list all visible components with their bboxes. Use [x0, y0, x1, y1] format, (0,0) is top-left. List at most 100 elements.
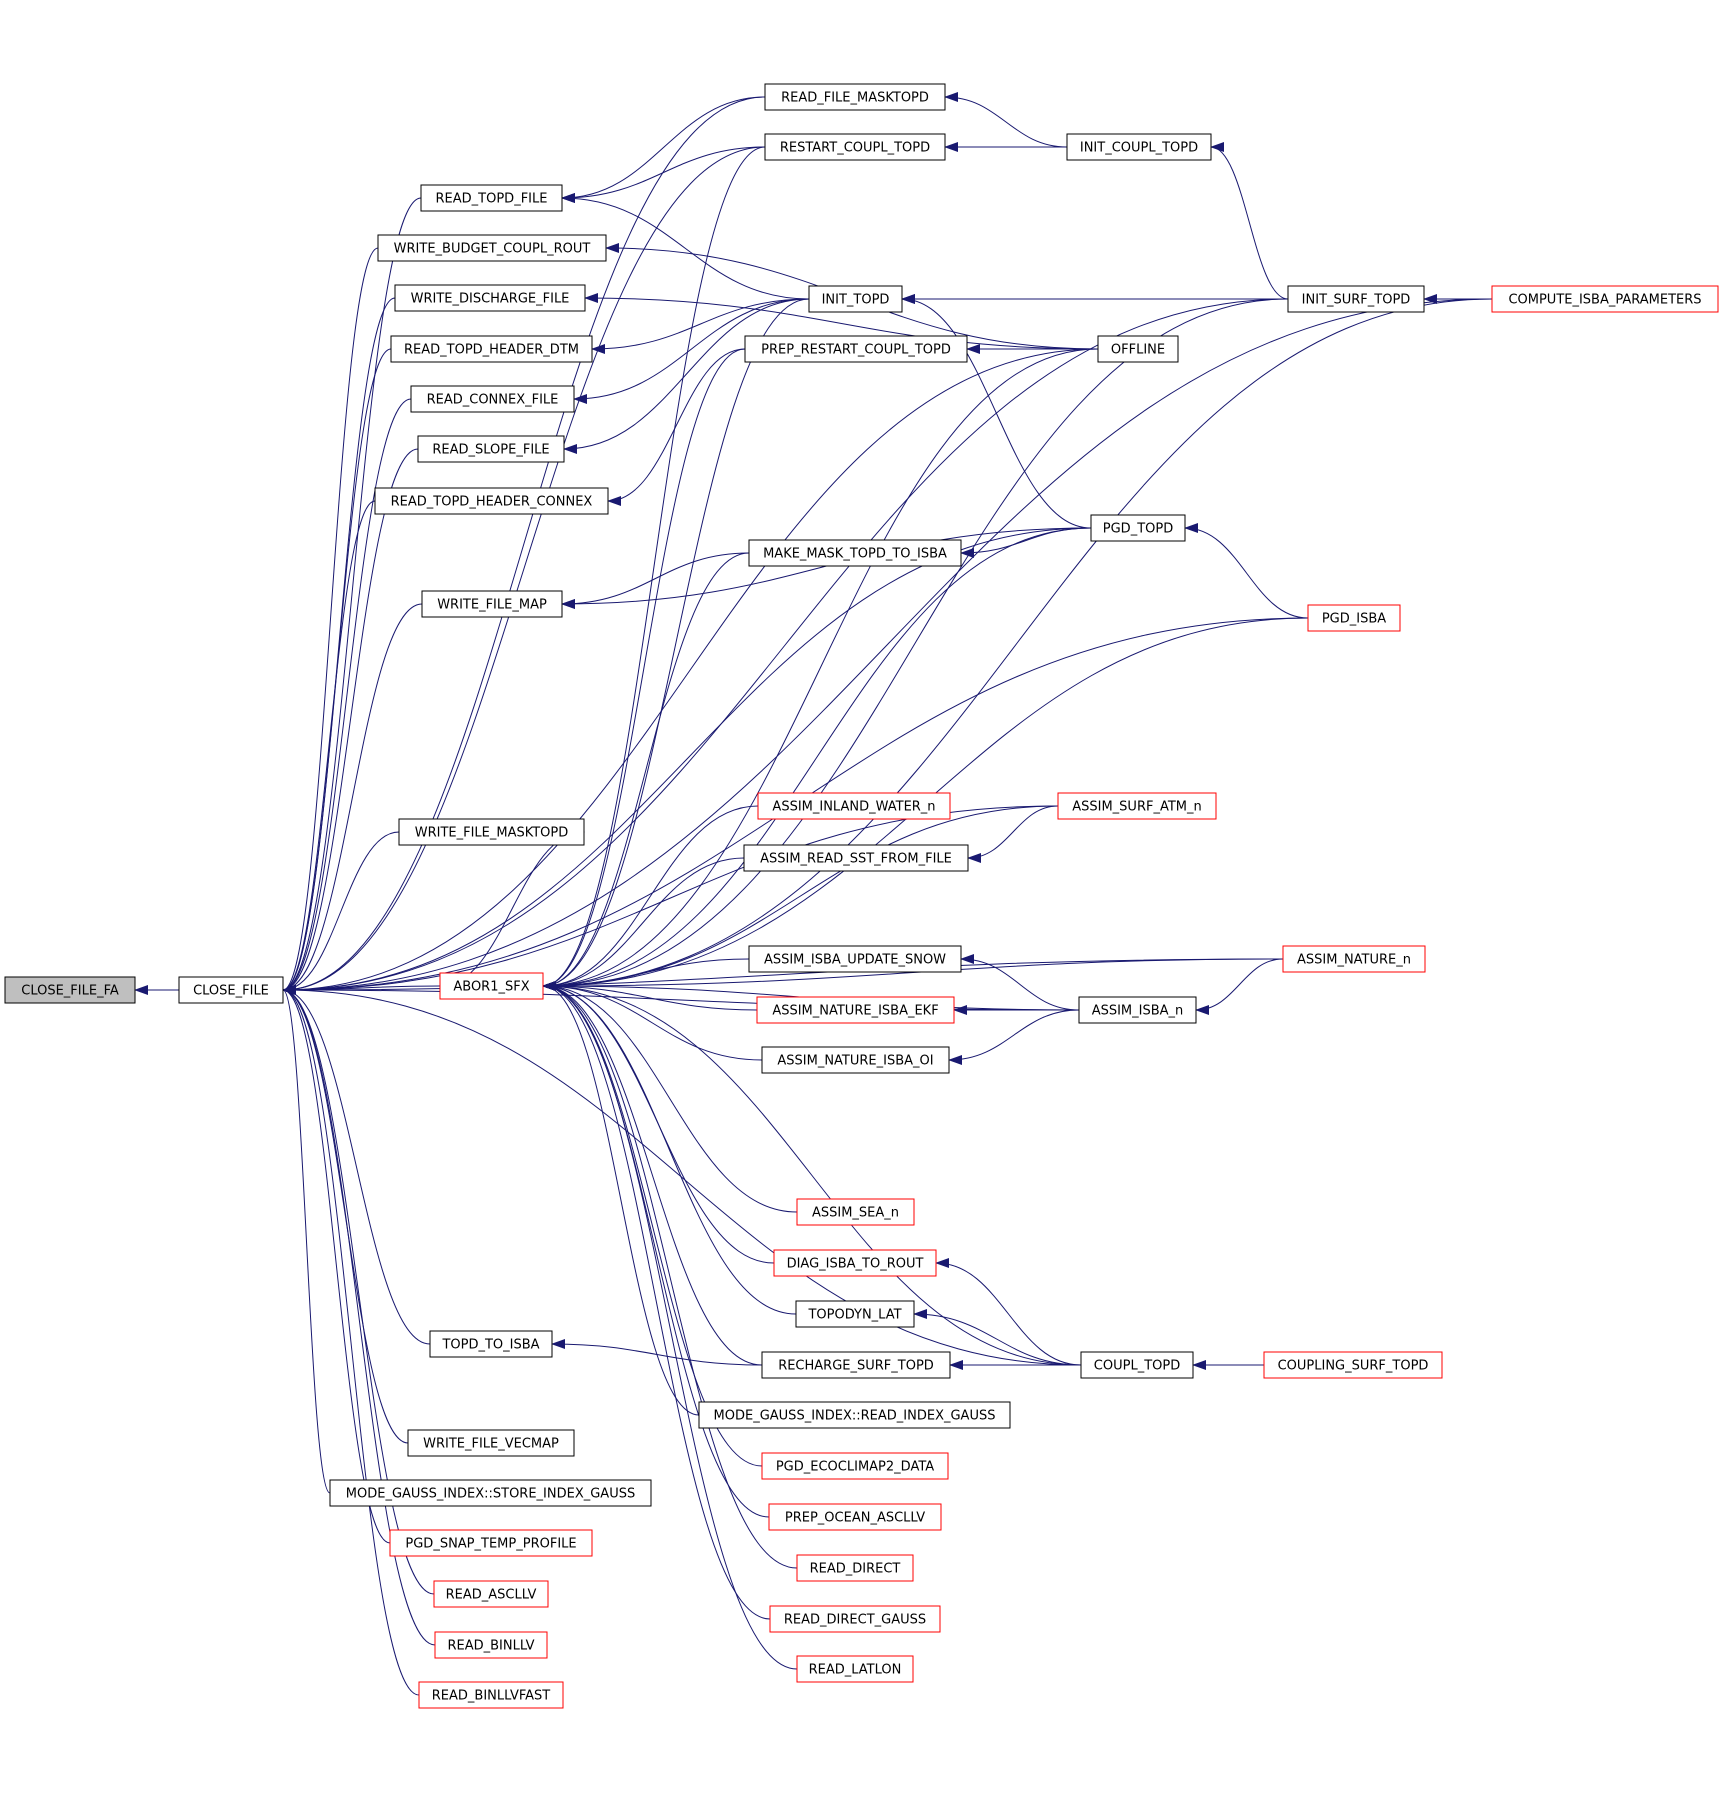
call-edge-topodyn_lat-to-abor1_sfx [542, 981, 797, 1315]
node-label: MODE_GAUSS_INDEX::READ_INDEX_GAUSS [714, 1409, 996, 1424]
node-box [764, 133, 946, 161]
graph-node-assim-sea-n[interactable]: ASSIM_SEA_n [796, 1198, 915, 1226]
node-box [418, 1681, 564, 1709]
call-edge-init_coupl_topd-to-read_file_masktopd [944, 92, 1068, 148]
graph-node-read-topd-header-connex[interactable]: READ_TOPD_HEADER_CONNEX [374, 487, 609, 515]
call-edge-read_binllv-to-close_file [282, 985, 436, 1646]
call-edge-assim_inland_water_n-to-abor1_sfx [542, 805, 759, 991]
call-edge-pgd_ecoclimap2_data-to-abor1_sfx [542, 981, 763, 1467]
graph-node-topd-to-isba[interactable]: TOPD_TO_ISBA [429, 1330, 553, 1358]
graph-node-read-connex-file[interactable]: READ_CONNEX_FILE [410, 385, 575, 413]
graph-node-assim-read-sst-from-file[interactable]: ASSIM_READ_SST_FROM_FILE [743, 844, 969, 872]
call-edge-mode_gauss_index_read-to-abor1_sfx [542, 981, 700, 1416]
node-box [1090, 514, 1186, 542]
graph-node-read-direct[interactable]: READ_DIRECT [796, 1554, 914, 1582]
call-edge-compute_isba_parameters-to-close_file [282, 298, 1493, 995]
graph-node-write-budget-coupl-rout[interactable]: WRITE_BUDGET_COUPL_ROUT [377, 234, 607, 262]
graph-node-write-file-map[interactable]: WRITE_FILE_MAP [421, 590, 563, 618]
graph-node-coupling-surf-topd[interactable]: COUPLING_SURF_TOPD [1263, 1351, 1443, 1379]
graph-node-write-file-vecmap[interactable]: WRITE_FILE_VECMAP [407, 1429, 575, 1457]
graph-node-prep-ocean-ascllv[interactable]: PREP_OCEAN_ASCLLV [768, 1503, 942, 1531]
graph-node-compute-isba-parameters[interactable]: COMPUTE_ISBA_PARAMETERS [1491, 285, 1719, 313]
graph-node-topodyn-lat[interactable]: TOPODYN_LAT [795, 1300, 915, 1328]
graph-node-assim-isba-n[interactable]: ASSIM_ISBA_n [1078, 996, 1197, 1024]
node-layer: CLOSE_FILE_FA CLOSE_FILE READ_FILE_MASKTOP… [4, 83, 1719, 1709]
graph-node-read-binllvfast[interactable]: READ_BINLLVFAST [418, 1681, 564, 1709]
graph-node-assim-nature-isba-oi[interactable]: ASSIM_NATURE_ISBA_OI [761, 1046, 950, 1074]
node-box [407, 1429, 575, 1457]
node-label: RECHARGE_SURF_TOPD [778, 1359, 934, 1374]
node-label: ASSIM_INLAND_WATER_n [772, 800, 935, 815]
node-label: READ_FILE_MASKTOPD [781, 91, 929, 106]
graph-node-recharge-surf-topd[interactable]: RECHARGE_SURF_TOPD [761, 1351, 951, 1379]
call-edge-read_topd_header_connex-to-close_file [282, 500, 376, 995]
call-edge-assim_sea_n-to-abor1_sfx [542, 981, 798, 1213]
node-box [1057, 792, 1217, 820]
graph-node-pgd-topd[interactable]: PGD_TOPD [1090, 514, 1186, 542]
node-label: READ_CONNEX_FILE [427, 393, 559, 408]
graph-node-read-binllv[interactable]: READ_BINLLV [434, 1631, 548, 1659]
node-box [390, 335, 593, 363]
node-label: ASSIM_NATURE_n [1297, 953, 1411, 968]
node-box [761, 1351, 951, 1379]
graph-node-mode-gauss-index-store[interactable]: MODE_GAUSS_INDEX::STORE_INDEX_GAUSS [329, 1479, 652, 1507]
call-edge-read_binllvfast-to-close_file [282, 985, 420, 1696]
graph-node-read-ascllv[interactable]: READ_ASCLLV [433, 1580, 549, 1608]
graph-node-read-topd-file[interactable]: READ_TOPD_FILE [420, 184, 563, 212]
graph-node-close-file-fa[interactable]: CLOSE_FILE_FA [4, 976, 136, 1004]
graph-node-assim-nature-n[interactable]: ASSIM_NATURE_n [1282, 945, 1426, 973]
call-edge-assim_nature_isba_ekf-to-abor1_sfx [542, 981, 758, 1011]
call-edge-read_file_masktopd-to-close_file [282, 96, 766, 995]
graph-node-assim-surf-atm-n[interactable]: ASSIM_SURF_ATM_n [1057, 792, 1217, 820]
graph-node-prep-restart-coupl-topd[interactable]: PREP_RESTART_COUPL_TOPD [744, 335, 968, 363]
graph-node-close-file[interactable]: CLOSE_FILE [178, 976, 284, 1004]
graph-node-pgd-snap-temp-profile[interactable]: PGD_SNAP_TEMP_PROFILE [389, 1529, 593, 1557]
call-edge-pgd_topd-to-abor1_sfx [542, 527, 1092, 991]
node-label: DIAG_ISBA_TO_ROUT [787, 1257, 924, 1272]
node-label: READ_BINLLVFAST [432, 1689, 551, 1704]
graph-node-diag-isba-to-rout[interactable]: DIAG_ISBA_TO_ROUT [773, 1249, 937, 1277]
graph-node-assim-inland-water-n[interactable]: ASSIM_INLAND_WATER_n [757, 792, 951, 820]
node-box [1491, 285, 1719, 313]
call-edge-pgd_snap_temp_profile-to-close_file [282, 985, 391, 1544]
node-label: ASSIM_ISBA_UPDATE_SNOW [764, 953, 946, 968]
graph-node-read-file-masktopd[interactable]: READ_FILE_MASKTOPD [764, 83, 946, 111]
graph-node-pgd-ecoclimap2-data[interactable]: PGD_ECOCLIMAP2_DATA [761, 1452, 949, 1480]
graph-node-mode-gauss-index-read[interactable]: MODE_GAUSS_INDEX::READ_INDEX_GAUSS [698, 1401, 1011, 1429]
call-edge-read_latlon-to-abor1_sfx [542, 981, 798, 1670]
graph-node-assim-nature-isba-ekf[interactable]: ASSIM_NATURE_ISBA_EKF [756, 996, 955, 1024]
call-edge-write_budget_coupl_rout-to-close_file [282, 247, 379, 995]
node-box [410, 385, 575, 413]
graph-node-init-topd[interactable]: INIT_TOPD [808, 285, 903, 313]
graph-node-coupl-topd[interactable]: COUPL_TOPD [1080, 1351, 1194, 1379]
graph-node-init-coupl-topd[interactable]: INIT_COUPL_TOPD [1066, 133, 1212, 161]
graph-node-pgd-isba[interactable]: PGD_ISBA [1307, 604, 1401, 632]
node-label: ASSIM_READ_SST_FROM_FILE [760, 852, 952, 867]
node-box [769, 1605, 941, 1633]
call-edge-offline-to-write_discharge_file [584, 293, 1099, 350]
graph-node-write-discharge-file[interactable]: WRITE_DISCHARGE_FILE [394, 284, 586, 312]
graph-node-abor1-sfx[interactable]: ABOR1_SFX [439, 972, 544, 1000]
graph-node-read-latlon[interactable]: READ_LATLON [796, 1655, 914, 1683]
call-edge-read_file_masktopd-to-read_topd_file [561, 96, 766, 203]
graph-node-make-mask-topd-to-isba[interactable]: MAKE_MASK_TOPD_TO_ISBA [748, 539, 962, 567]
graph-node-offline[interactable]: OFFLINE [1097, 335, 1179, 363]
node-label: CLOSE_FILE [193, 984, 269, 999]
node-label: PGD_ECOCLIMAP2_DATA [776, 1460, 934, 1475]
node-box [1097, 335, 1179, 363]
node-box [1282, 945, 1426, 973]
graph-node-assim-isba-update-snow[interactable]: ASSIM_ISBA_UPDATE_SNOW [748, 945, 962, 973]
graph-node-read-direct-gauss[interactable]: READ_DIRECT_GAUSS [769, 1605, 941, 1633]
call-edge-prep_ocean_ascllv-to-abor1_sfx [542, 981, 770, 1518]
graph-node-read-slope-file[interactable]: READ_SLOPE_FILE [417, 435, 565, 463]
graph-node-restart-coupl-topd[interactable]: RESTART_COUPL_TOPD [764, 133, 946, 161]
node-box [808, 285, 903, 313]
graph-node-init-surf-topd[interactable]: INIT_SURF_TOPD [1287, 285, 1425, 313]
graph-node-read-topd-header-dtm[interactable]: READ_TOPD_HEADER_DTM [390, 335, 593, 363]
node-box [420, 184, 563, 212]
node-box [796, 1554, 914, 1582]
graph-node-write-file-masktopd[interactable]: WRITE_FILE_MASKTOPD [398, 818, 585, 846]
call-edge-restart_coupl_topd-to-read_topd_file [561, 146, 766, 203]
node-label: CLOSE_FILE_FA [21, 984, 119, 999]
call-edge-compute_isba_parameters-to-abor1_sfx [542, 298, 1493, 991]
